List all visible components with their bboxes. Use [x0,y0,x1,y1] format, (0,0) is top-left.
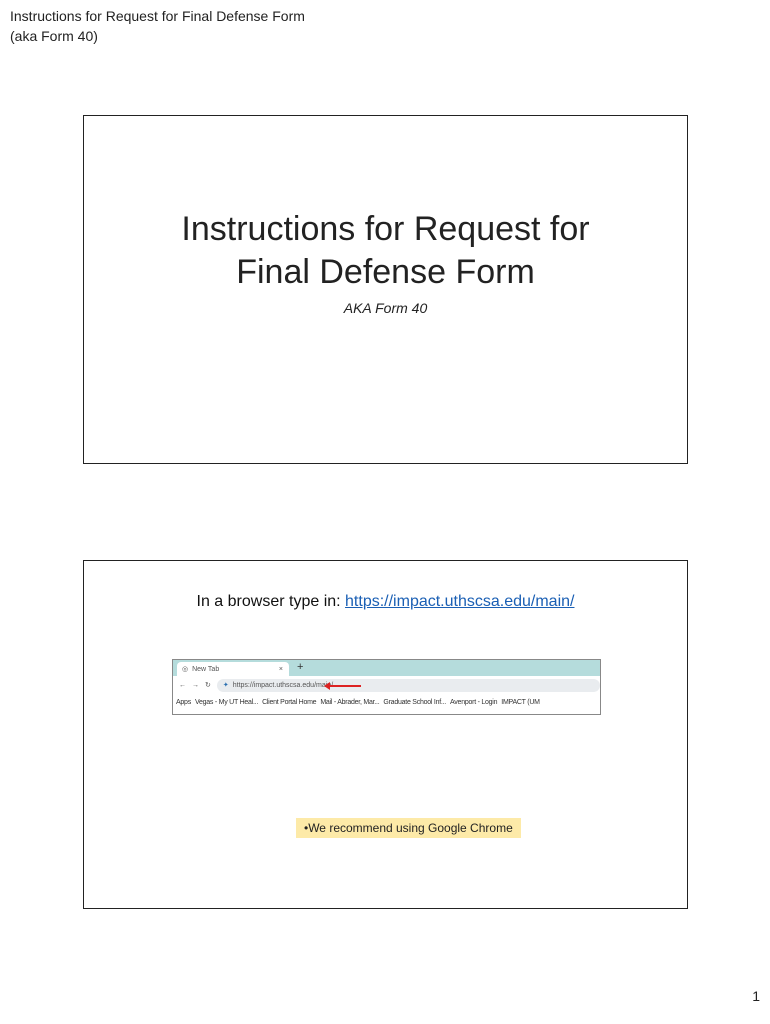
address-bar: ✦https://impact.uthscsa.edu/main/ [216,678,600,692]
document-header: Instructions for Request for Final Defen… [10,6,305,46]
impact-link[interactable]: https://impact.uthscsa.edu/main/ [345,593,575,610]
red-arrow-icon [323,681,361,690]
bookmark: Avenport - Login [450,698,498,706]
bookmark: IMPACT (UM [501,698,540,706]
address-url: https://impact.uthscsa.edu/main/ [232,681,334,689]
bookmark: Vegas - My UT Heal... [194,698,259,706]
site-icon: ✦ [222,682,229,689]
chrome-icon: ◎ [182,666,189,673]
page-number: 1 [752,988,760,1004]
chrome-recommendation-note: •We recommend using Google Chrome [296,818,521,838]
back-icon: ← [179,681,186,689]
slide-2: In a browser type in: https://impact.uth… [83,560,688,909]
tab-bar: ◎New Tab × + [173,660,600,676]
bookmark: Apps [176,698,191,706]
reload-icon: ↻ [205,682,211,689]
header-line-2: (aka Form 40) [10,28,98,44]
tab-label: New Tab [192,665,220,673]
slide-title: Instructions for Request for Final Defen… [84,208,687,294]
instruction-line: In a browser type in: https://impact.uth… [84,593,687,611]
slide-subtitle: AKA Form 40 [343,300,428,316]
forward-icon: → [192,681,199,689]
slide-1: Instructions for Request for Final Defen… [83,115,688,464]
browser-tab: ◎New Tab × [177,662,289,676]
bookmark: Mail - Abrader, Mar... [320,698,380,706]
bookmark: Client Portal Home [262,698,317,706]
nav-bar: ← → ↻ ✦https://impact.uthscsa.edu/main/ [173,676,600,694]
bookmarks-bar: Apps Vegas - My UT Heal... Client Portal… [173,694,600,710]
header-line-1: Instructions for Request for Final Defen… [10,8,305,24]
browser-screenshot: ◎New Tab × + ← → ↻ ✦https://impact.uthscsa.… [172,659,601,715]
bookmark: Graduate School Inf... [383,698,447,706]
title-line-2: Final Defense Form [236,253,535,291]
new-tab-icon: + [297,661,304,673]
close-icon: × [278,665,283,673]
title-line-1: Instructions for Request for [181,210,590,248]
instruction-text: In a browser type in: [196,593,346,610]
